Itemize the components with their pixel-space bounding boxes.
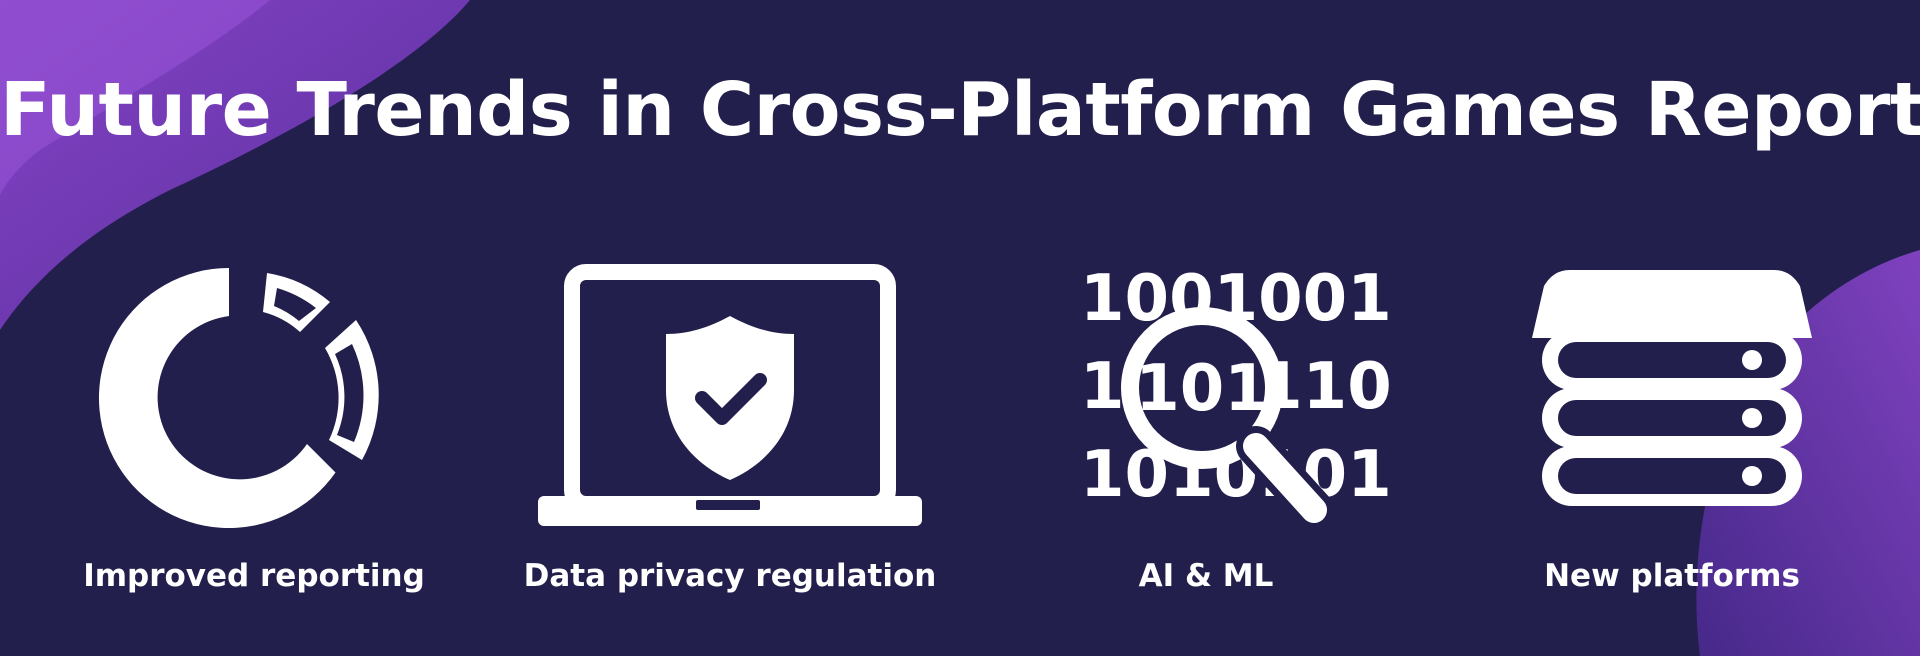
page-title: Future Trends in Cross-Platform Games Re… [0,67,1920,153]
feature-data-privacy: Data privacy regulation [510,260,950,600]
binary-lens-text: 101 [1135,352,1269,426]
feature-improved-reporting: Improved reporting [34,260,474,600]
server-stack-icon [1532,270,1812,506]
feature-new-platforms: New platforms [1452,260,1892,600]
feature-label: AI & ML [1138,558,1274,594]
donut-chart-icon [98,268,379,528]
feature-label: Improved reporting [83,558,425,594]
feature-label: Data privacy regulation [523,558,937,594]
feature-label: New platforms [1544,558,1800,594]
laptop-shield-icon [538,264,922,526]
